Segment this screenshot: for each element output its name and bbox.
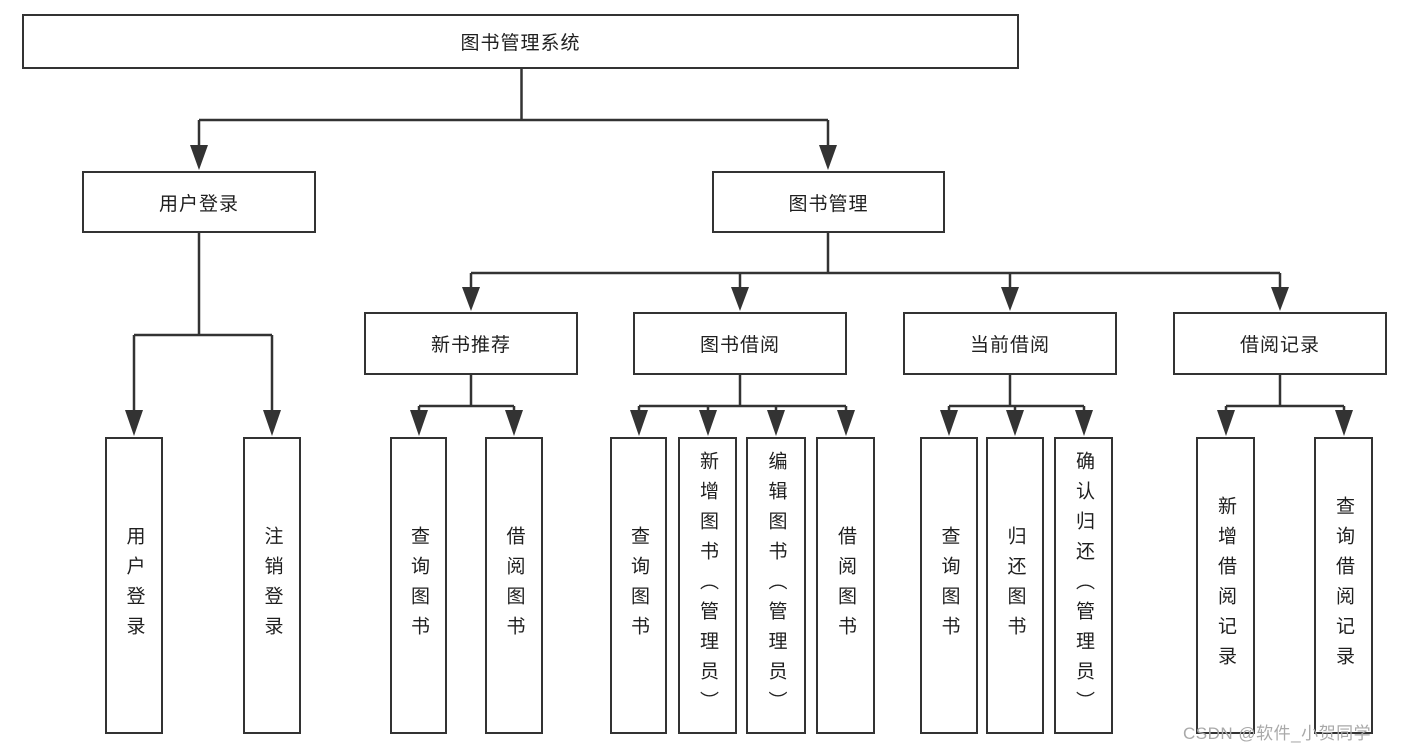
leaf-query-book-1-label: 查询图书: [408, 525, 429, 646]
leaf-query-book-2-label: 查询图书: [628, 525, 649, 646]
leaf-logout: 注销登录: [243, 437, 301, 734]
node-book-borrow: 图书借阅: [633, 312, 847, 375]
leaf-logout-label: 注销登录: [261, 525, 283, 646]
node-current-borrow-label: 当前借阅: [969, 335, 1050, 356]
leaf-add-borrow-record: 新增借阅记录: [1196, 437, 1255, 734]
leaf-borrow-book-1: 借阅图书: [485, 437, 543, 734]
node-current-borrow: 当前借阅: [903, 312, 1117, 375]
node-root: 图书管理系统: [22, 14, 1019, 69]
node-new-book-rec: 新书推荐: [364, 312, 578, 375]
leaf-borrow-book-2-label: 借阅图书: [835, 525, 856, 646]
leaf-user-login-label: 用户登录: [123, 525, 145, 646]
leaf-confirm-return: 确认归还（管理员）: [1054, 437, 1113, 734]
connector-borrow-record-to-leaves: [1217, 375, 1353, 436]
leaf-confirm-return-label: 确认归还（管理员）: [1073, 450, 1094, 721]
node-book-mgmt-label: 图书管理: [788, 193, 869, 215]
connector-new-book-rec-to-leaves: [410, 375, 523, 436]
node-book-mgmt: 图书管理: [712, 171, 945, 233]
leaf-query-borrow-record: 查询借阅记录: [1314, 437, 1373, 734]
node-book-borrow-label: 图书借阅: [699, 335, 780, 356]
leaf-query-book-3: 查询图书: [920, 437, 978, 734]
node-borrow-record: 借阅记录: [1173, 312, 1387, 375]
node-root-label: 图书管理系统: [460, 33, 581, 54]
connector-user-login-to-leaves: [125, 233, 281, 436]
node-user-login-label: 用户登录: [158, 193, 239, 215]
watermark-text: CSDN @软件_小贺同学: [1183, 724, 1372, 743]
connector-book-mgmt-to-level3: [462, 233, 1289, 311]
connector-current-borrow-to-leaves: [940, 375, 1093, 436]
leaf-borrow-book-1-label: 借阅图书: [503, 525, 525, 646]
leaf-borrow-book-2: 借阅图书: [816, 437, 875, 734]
leaf-return-book-label: 归还图书: [1004, 525, 1026, 646]
leaf-query-borrow-record-label: 查询借阅记录: [1333, 495, 1354, 676]
leaf-add-book-label: 新增图书（管理员）: [697, 450, 718, 721]
node-new-book-rec-label: 新书推荐: [430, 335, 511, 356]
leaf-add-book: 新增图书（管理员）: [678, 437, 737, 734]
leaf-query-book-1: 查询图书: [390, 437, 447, 734]
leaf-query-book-2: 查询图书: [610, 437, 667, 734]
node-borrow-record-label: 借阅记录: [1239, 335, 1320, 356]
node-user-login: 用户登录: [82, 171, 316, 233]
connector-book-borrow-to-leaves: [630, 375, 855, 436]
leaf-edit-book-label: 编辑图书（管理员）: [765, 450, 787, 721]
leaf-add-borrow-record-label: 新增借阅记录: [1215, 495, 1236, 676]
leaf-edit-book: 编辑图书（管理员）: [746, 437, 806, 734]
leaf-query-book-3-label: 查询图书: [938, 525, 960, 646]
leaf-user-login: 用户登录: [105, 437, 163, 734]
leaf-return-book: 归还图书: [986, 437, 1044, 734]
connector-root-to-level2: [190, 69, 837, 170]
